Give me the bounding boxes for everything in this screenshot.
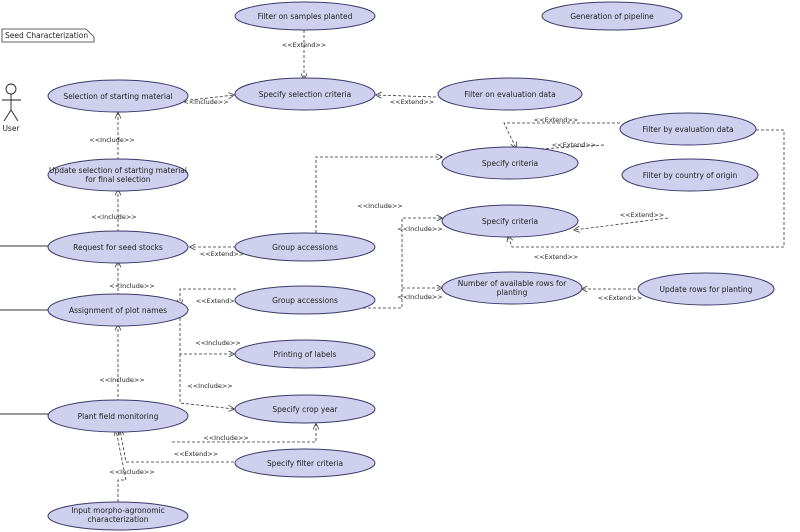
use-case[interactable]: Printing of labels (234, 339, 376, 369)
stereotype-label: <<Include>> (183, 98, 228, 106)
use-case-label: Specify filter criteria (267, 459, 343, 468)
stereotype-labels: <<Extend>> <<Include>> <<Extend>> <<Incl… (89, 41, 664, 476)
use-case-label: planting (497, 288, 528, 297)
use-case-label: Selection of starting material (63, 92, 172, 101)
stereotype-label: <<Extend>> (534, 116, 579, 124)
stereotype-label: <<Include>> (89, 136, 134, 144)
edge-morpho-to-monitoring (116, 430, 127, 502)
edge-assignment-to-printing (179, 318, 234, 354)
stereotype-label: <<Include>> (99, 376, 144, 384)
use-case[interactable]: Number of available rows for planting (441, 271, 583, 305)
stereotype-label: <<Include>> (109, 468, 154, 476)
use-cases: Filter on samples planted Generation of … (47, 1, 775, 531)
use-case[interactable]: Filter by evaluation data (619, 112, 757, 146)
use-case[interactable]: Group accessions (234, 232, 376, 262)
actor-label: User (2, 124, 20, 133)
use-case-label: Request for seed stocks (73, 243, 163, 252)
stereotype-label: <<Extend>> (620, 211, 665, 219)
use-case-label: Filter by evaluation data (642, 125, 733, 134)
use-case[interactable]: Specify selection criteria (234, 77, 376, 111)
use-case[interactable]: Update rows for planting (637, 272, 775, 306)
edge-filter-criteria-to-monitoring (120, 430, 234, 463)
frame-label-text: Seed Characterization (5, 31, 88, 40)
use-case[interactable]: Selection of starting material (47, 79, 189, 113)
use-case[interactable]: Filter on evaluation data (437, 77, 583, 111)
edge-group2-to-criteria2 (358, 218, 442, 309)
edge-eval-to-criteria (376, 95, 437, 97)
use-case-label: Specify crop year (272, 405, 338, 414)
use-case[interactable]: Update selection of starting material fo… (47, 158, 189, 192)
use-case-label: Input morpho-agronomic (71, 506, 164, 515)
use-case[interactable]: Filter on samples planted (234, 1, 376, 31)
use-case-label: Plant field monitoring (78, 412, 159, 421)
use-case-label: Number of available rows for (458, 279, 568, 288)
actor-user: User (2, 83, 21, 133)
edge-assignment-to-crop-year (179, 354, 234, 409)
use-case-label: Group accessions (272, 296, 338, 305)
stereotype-label: <<Extend>> (282, 41, 327, 49)
stereotype-label: <<Extend>> (534, 253, 579, 261)
stereotype-label: <<Include>> (109, 282, 154, 290)
use-case-label: Update rows for planting (660, 285, 753, 294)
stereotype-label: <<Include>> (397, 225, 442, 233)
use-case[interactable]: Group accessions (234, 285, 376, 315)
use-case[interactable]: Filter by country of origin (621, 158, 759, 192)
edge-selection-to-criteria (189, 95, 234, 101)
use-case-label: Filter by country of origin (643, 171, 738, 180)
stereotype-label: <<Extend>> (174, 450, 219, 458)
use-case-label: Update selection of starting material (49, 166, 187, 175)
use-case[interactable]: Request for seed stocks (47, 230, 189, 264)
use-case[interactable]: Input morpho-agronomic characterization (47, 501, 189, 531)
stereotype-label: <<Include>> (91, 213, 136, 221)
stereotype-label: <<Include>> (195, 339, 240, 347)
use-case-label: for final selection (86, 175, 151, 184)
use-case-label: Specify criteria (482, 217, 538, 226)
use-case[interactable]: Generation of pipeline (541, 1, 683, 31)
stereotype-label: <<Include>> (203, 434, 248, 442)
edge-group2-to-assignment (180, 288, 236, 305)
stereotype-label: <<Include>> (357, 202, 402, 210)
use-case-label: Specify selection criteria (259, 90, 351, 99)
stereotype-label: <<Include>> (397, 293, 442, 301)
stereotype-label: <<Extend>> (390, 98, 435, 106)
use-case[interactable]: Assignment of plot names (47, 293, 189, 327)
use-case[interactable]: Plant field monitoring (47, 399, 189, 433)
use-case[interactable]: Specify criteria (441, 204, 579, 238)
diagram-frame-label: Seed Characterization (1, 28, 95, 43)
stereotype-label: <<Extend>> (196, 297, 241, 305)
edge-monitoring-to-crop-year (172, 424, 316, 443)
stereotype-label: <<Extend>> (598, 294, 643, 302)
edge-long-to-criteria2 (508, 129, 785, 248)
use-case-label: Assignment of plot names (69, 306, 167, 315)
use-case-label: Group accessions (272, 243, 338, 252)
use-case-label: Printing of labels (274, 350, 337, 359)
use-case[interactable]: Specify criteria (441, 146, 579, 180)
edge-country-to-criteria1 (522, 144, 605, 150)
use-case[interactable]: Specify filter criteria (234, 448, 376, 478)
edges (116, 30, 785, 502)
use-case-label: Specify criteria (482, 159, 538, 168)
use-case-label: Filter on samples planted (258, 12, 353, 21)
stereotype-label: <<Extend>> (200, 250, 245, 258)
edge-group1-to-criteria1 (315, 157, 442, 233)
use-case-label: characterization (88, 515, 149, 524)
stereotype-label: <<Extend>> (552, 141, 597, 149)
edge-filter-eval-to-criteria1 (503, 122, 620, 148)
stereotype-label: <<Include>> (187, 382, 232, 390)
use-case-label: Generation of pipeline (570, 12, 654, 21)
use-case[interactable]: Specify crop year (234, 394, 376, 424)
use-case-label: Filter on evaluation data (464, 90, 555, 99)
edge-ext-to-criteria2 (574, 217, 669, 230)
